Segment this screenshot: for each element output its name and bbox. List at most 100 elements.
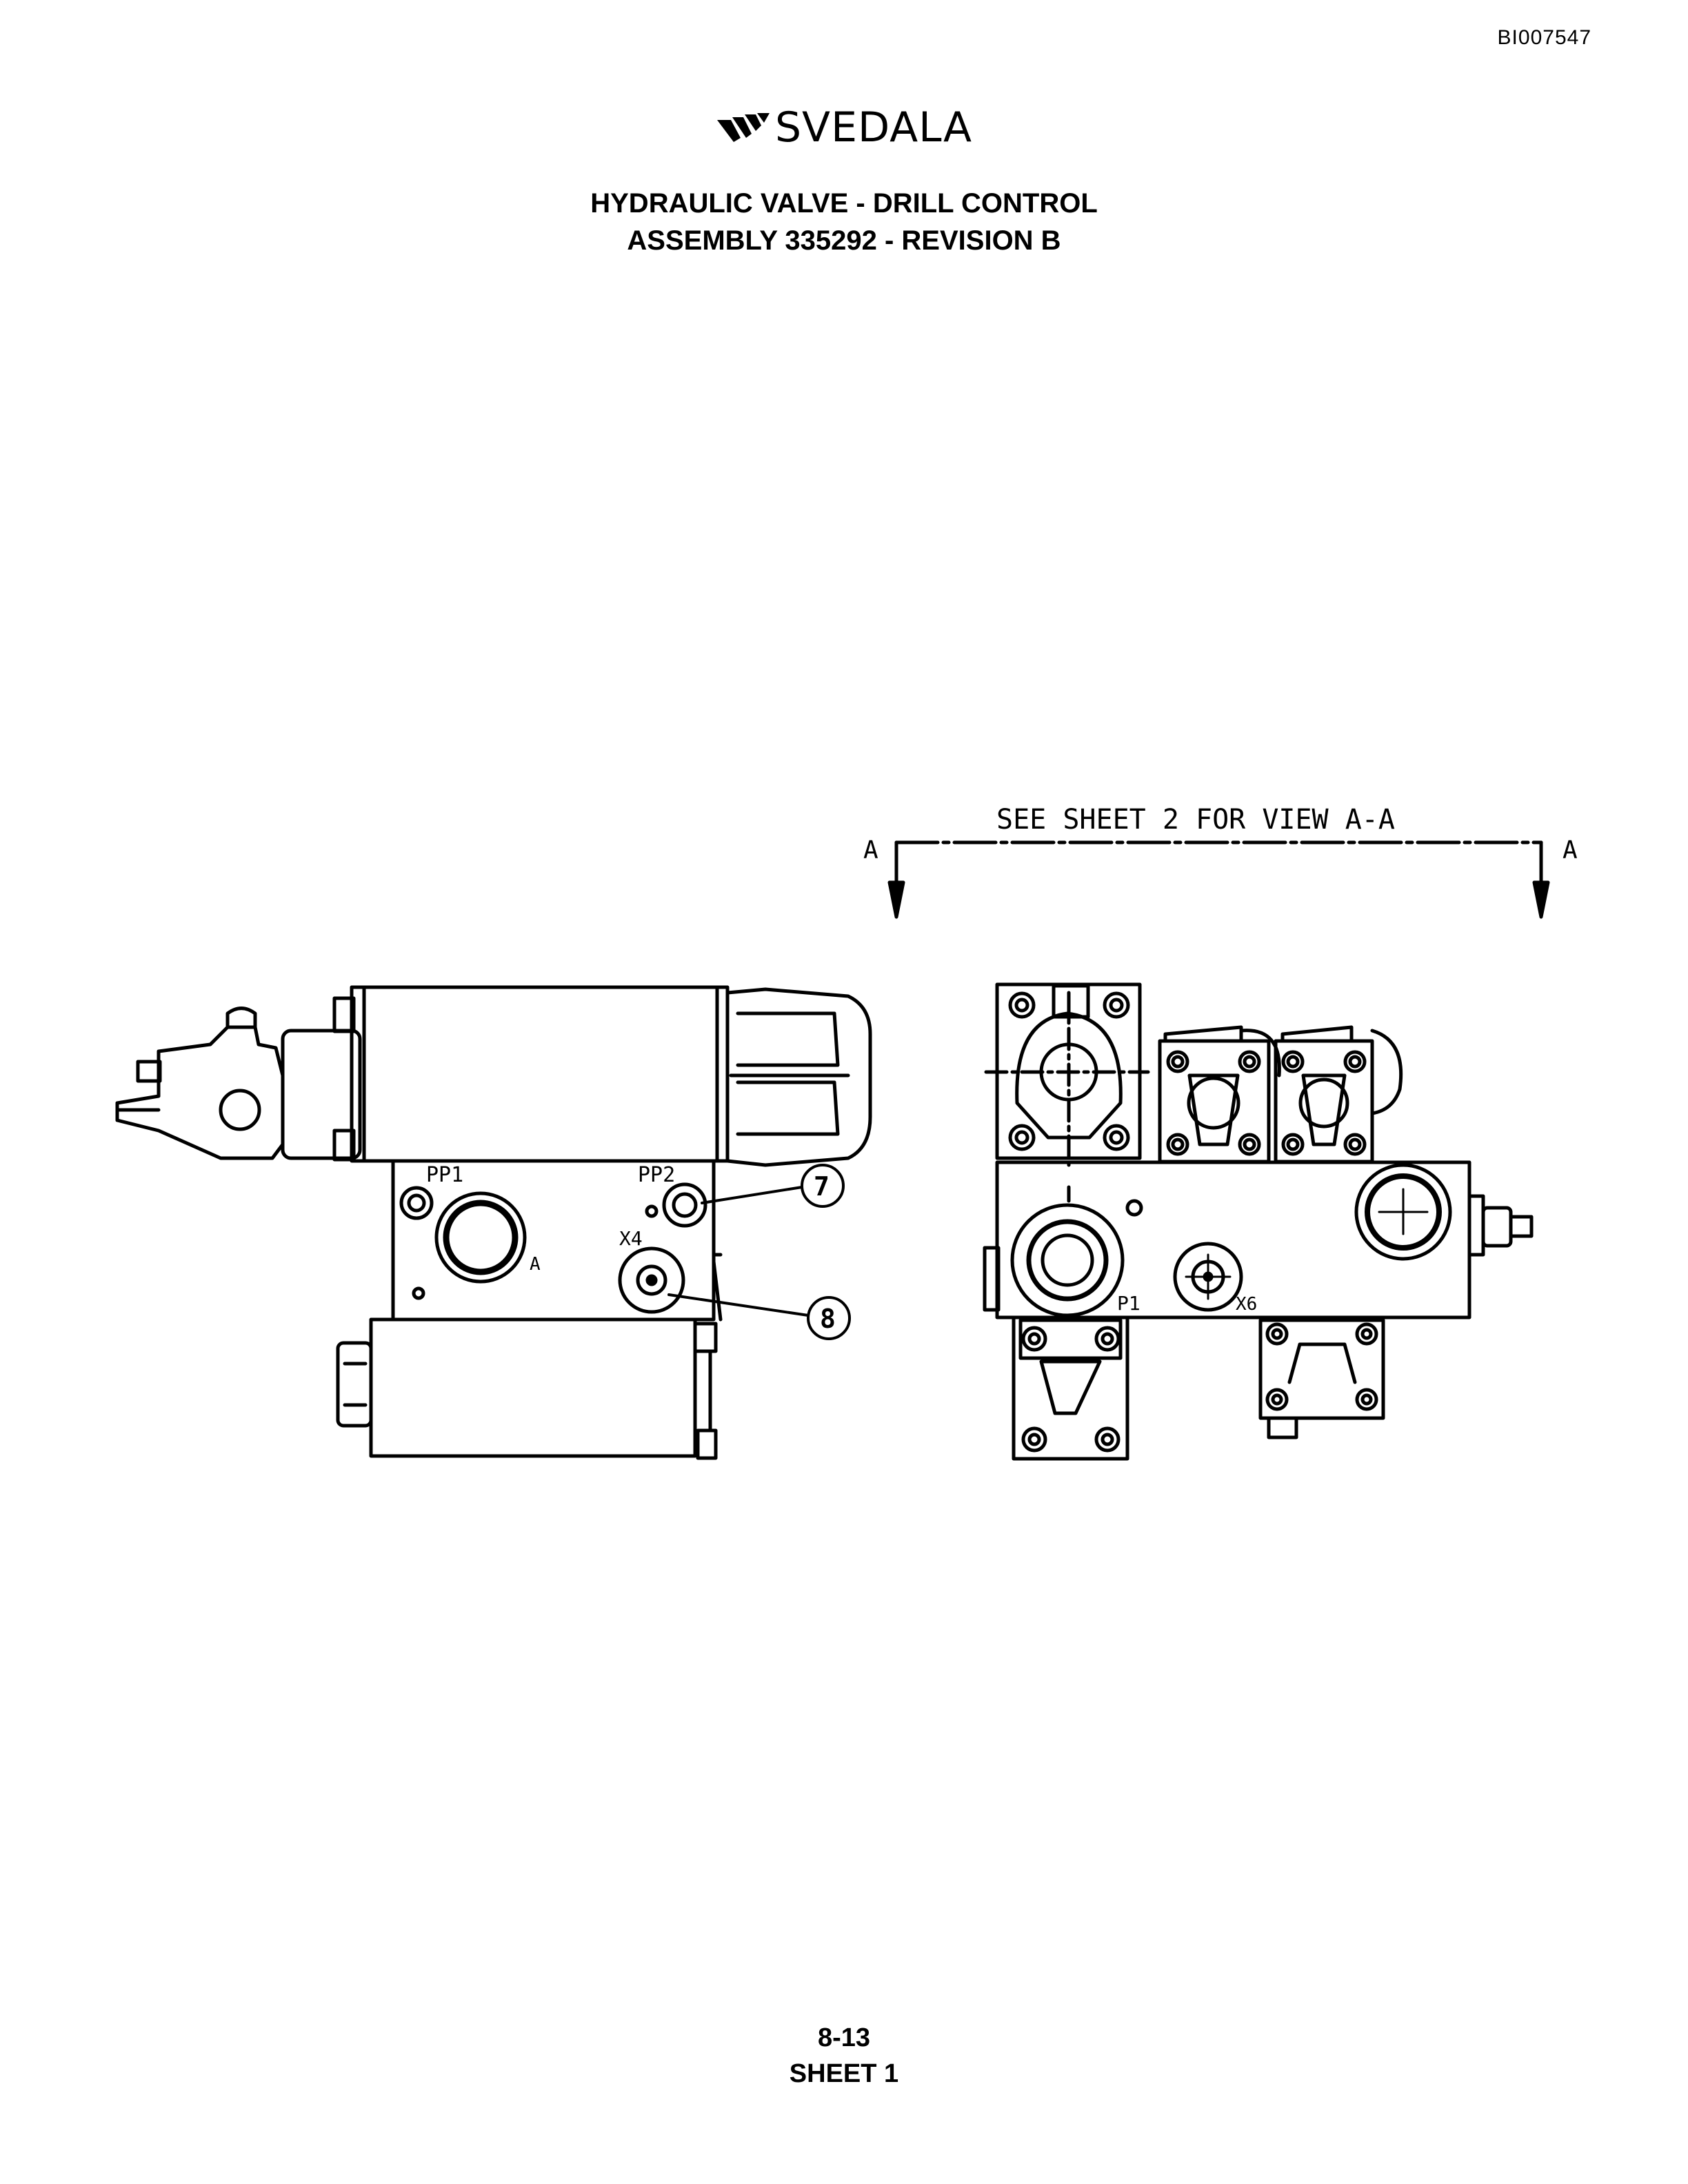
lower-cartridge-nut xyxy=(336,1341,373,1428)
solenoid-end-cap xyxy=(725,987,872,1167)
port-p1-ring xyxy=(1026,1219,1109,1302)
callout-7-label: 7 xyxy=(814,1171,830,1202)
right-manifold-block xyxy=(995,1160,1471,1320)
right-valve-bolt-1 xyxy=(1281,1050,1305,1073)
lower-left-bolt-4 xyxy=(1094,1426,1121,1453)
right-valve-coil xyxy=(1370,1029,1403,1115)
lower-left-module xyxy=(1012,1315,1129,1461)
title-block: HYDRAULIC VALVE - DRILL CONTROL ASSEMBLY… xyxy=(0,185,1688,259)
right-valve-housing xyxy=(1301,1073,1347,1146)
adjuster-base xyxy=(1467,1194,1485,1257)
port-x4-fitting xyxy=(618,1246,685,1314)
sheet-label: SHEET 1 xyxy=(789,2059,899,2088)
port-pp1-label: PP1 xyxy=(426,1163,463,1187)
lower-left-housing xyxy=(1039,1359,1102,1415)
main-valve-bolt-1 xyxy=(1008,991,1036,1019)
document-id: BI007547 xyxy=(1497,26,1591,49)
port-x4-bore xyxy=(636,1264,667,1296)
port-p1-fitting xyxy=(1010,1203,1125,1317)
main-valve-housing xyxy=(1015,1011,1123,1140)
left-actuator-nut xyxy=(136,1060,162,1083)
lower-cartridge-plug-top xyxy=(693,1322,718,1353)
middle-valve-bolt-3 xyxy=(1166,1133,1189,1156)
right-manifold-plug xyxy=(1125,1199,1143,1217)
port-a-label: A xyxy=(530,1254,541,1275)
port-pp2-plug xyxy=(645,1204,659,1218)
brand-logo: SVEDALA xyxy=(0,103,1688,152)
lower-right-housing xyxy=(1287,1342,1357,1384)
adjuster-screw xyxy=(1509,1215,1534,1238)
lower-cartridge xyxy=(369,1317,697,1458)
lower-right-fitting xyxy=(1267,1416,1298,1439)
lower-right-bolt-3 xyxy=(1265,1388,1289,1411)
section-arrow-right-icon xyxy=(1532,880,1550,919)
coupling xyxy=(281,1029,362,1160)
callout-7-leader xyxy=(701,1186,803,1204)
port-x6-label: X6 xyxy=(1236,1294,1257,1315)
port-pp1-bore xyxy=(407,1193,426,1213)
right-manifold-flange xyxy=(983,1246,1001,1312)
lower-right-bolt-4 xyxy=(1355,1388,1378,1411)
main-valve-cap xyxy=(1052,984,1090,1019)
callout-7-bubble xyxy=(801,1164,845,1208)
lower-right-bolt-2 xyxy=(1355,1322,1378,1346)
right-view: P1 X6 xyxy=(983,982,1534,1461)
port-a-bore xyxy=(443,1200,519,1275)
left-view: PP1 A PP2 X4 7 8 xyxy=(115,985,872,1460)
right-large-port-bore xyxy=(1365,1173,1442,1251)
port-pp2-bore xyxy=(672,1192,698,1218)
left-actuator-port xyxy=(219,1089,261,1131)
right-large-port-fitting xyxy=(1354,1163,1452,1261)
middle-valve-bolt-2 xyxy=(1238,1050,1261,1073)
title-line-2: ASSEMBLY 335292 - REVISION B xyxy=(627,225,1061,256)
middle-valve-bolt-1 xyxy=(1166,1050,1189,1073)
coupling-bolt-top xyxy=(332,996,356,1033)
middle-valve-port xyxy=(1187,1076,1240,1130)
port-x6-fitting xyxy=(1173,1242,1243,1312)
left-actuator-cap xyxy=(225,1007,257,1029)
port-pp1-fitting xyxy=(399,1186,434,1220)
end-cap-fin-top xyxy=(736,1011,840,1067)
lower-right-module xyxy=(1258,1318,1385,1420)
manifold-plug xyxy=(412,1286,425,1300)
callout-8-label: 8 xyxy=(820,1304,836,1334)
brand-name: SVEDALA xyxy=(774,103,973,152)
right-valve-bolt-2 xyxy=(1343,1050,1367,1073)
coupling-bolt-bottom xyxy=(332,1129,356,1162)
right-valve-bolt-3 xyxy=(1281,1133,1305,1156)
port-pp2-fitting xyxy=(662,1182,707,1228)
section-label-left: A xyxy=(863,836,878,865)
brand-mark-icon xyxy=(716,113,770,142)
section-note: SEE SHEET 2 FOR VIEW A-A xyxy=(996,804,1395,836)
callout-8-bubble xyxy=(807,1296,851,1340)
lower-left-bolt-3 xyxy=(1021,1426,1047,1453)
port-x4-label: X4 xyxy=(619,1227,643,1250)
main-valve-bolt-3 xyxy=(1008,1124,1036,1151)
end-cap-fin-bottom xyxy=(736,1080,840,1136)
section-indicator: SEE SHEET 2 FOR VIEW A-A A A xyxy=(863,804,1578,919)
lower-right-bolt-1 xyxy=(1265,1322,1289,1346)
port-a-fitting xyxy=(434,1191,527,1284)
solenoid-cylinder xyxy=(350,985,730,1163)
middle-valve-bolt-4 xyxy=(1238,1133,1261,1156)
main-valve-bolt-2 xyxy=(1103,991,1130,1019)
lower-cartridge-plug-bottom xyxy=(696,1428,718,1460)
left-actuator-body xyxy=(115,1025,285,1160)
section-label-right: A xyxy=(1563,836,1578,865)
port-p1-label: P1 xyxy=(1117,1292,1141,1315)
port-pp2-label: PP2 xyxy=(638,1163,675,1187)
middle-valve-cap xyxy=(1163,1025,1243,1043)
callout-8-leader xyxy=(667,1293,810,1317)
right-valve-cap xyxy=(1280,1025,1354,1043)
lower-left-bolt-2 xyxy=(1094,1326,1121,1352)
middle-valve-coil xyxy=(1239,1029,1281,1078)
adjuster-nut xyxy=(1481,1206,1513,1248)
port-x4-center xyxy=(645,1274,658,1286)
right-valve-bolt-4 xyxy=(1343,1133,1367,1156)
right-valve-port xyxy=(1298,1078,1349,1129)
middle-valve-housing xyxy=(1187,1073,1240,1146)
section-arrow-left-icon xyxy=(887,880,905,919)
port-p1-bore xyxy=(1041,1233,1094,1287)
page-number: 8-13 xyxy=(817,2023,871,2052)
